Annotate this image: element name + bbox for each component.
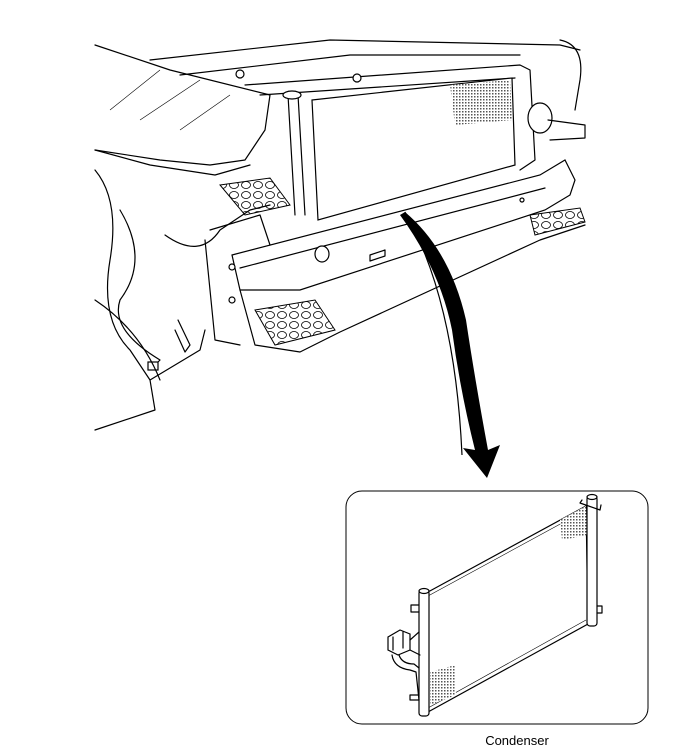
condenser-caption: Condenser: [485, 733, 549, 748]
removal-direction-arrow: [400, 211, 500, 478]
condenser-detail-inset: [345, 490, 649, 725]
vehicle-front-end: [94, 39, 586, 431]
